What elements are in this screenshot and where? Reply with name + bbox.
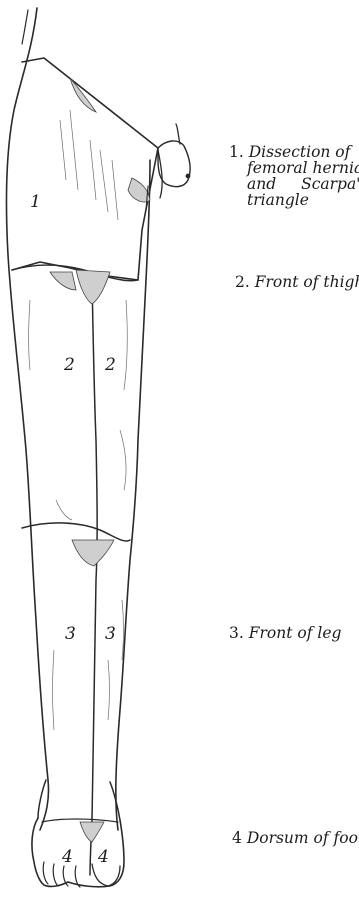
caption-2-text: Front of thigh (255, 273, 359, 291)
incision-line (90, 278, 97, 875)
thigh-tendon (76, 270, 110, 304)
region-number-1: 1 (30, 192, 41, 212)
caption-1-line-2: femoral hernia, (229, 160, 357, 176)
caption-4-text: Dorsum of foot (247, 829, 359, 847)
caption-3-text: Front of leg (249, 624, 342, 642)
caption-1-line-4: triangle (229, 192, 357, 208)
femoral-vessels (128, 178, 150, 210)
region-number-2-medial: 2 (104, 355, 116, 375)
caption-front-of-leg: 3. Front of leg (229, 625, 341, 641)
thigh-tendon-left (50, 272, 76, 290)
region-number-4-lateral: 4 (61, 847, 73, 867)
caption-3-number: 3. (229, 624, 244, 642)
caption-1-line-3: and Scarpa's (229, 176, 357, 192)
caption-front-of-thigh: 2. Front of thigh (235, 274, 359, 290)
caption-4-number: 4 (232, 829, 242, 847)
caption-1-number: 1. (229, 143, 244, 161)
region-number-3-lateral: 3 (65, 624, 76, 644)
region-number-3-medial: 3 (105, 624, 116, 644)
knee-tendon (72, 540, 114, 566)
caption-femoral-hernia: 1. Dissection of femoral hernia, and Sca… (229, 144, 357, 208)
region-number-2-lateral: 2 (63, 355, 75, 375)
region-number-4-medial: 4 (97, 847, 109, 867)
scarpa-flap (12, 58, 158, 281)
genital-form (158, 124, 190, 187)
caption-dorsum-of-foot: 4 Dorsum of foot (232, 830, 359, 846)
foot (32, 780, 124, 887)
leg-outline (6, 8, 162, 830)
caption-2-number: 2. (235, 273, 250, 291)
knee-line (22, 523, 130, 541)
